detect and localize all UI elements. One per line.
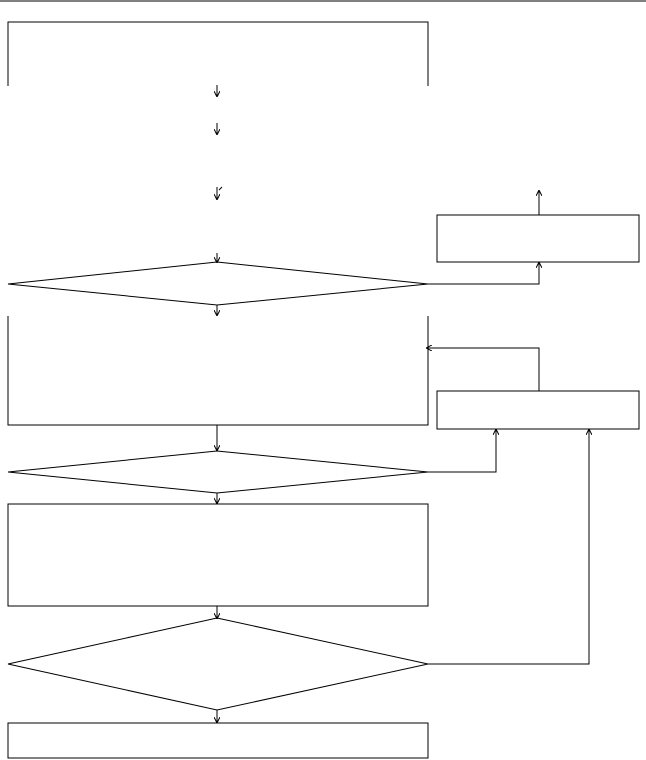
main-box-2 bbox=[7, 316, 429, 426]
decision-3-to-side-box-2 bbox=[428, 430, 589, 665]
side-box-2 bbox=[436, 390, 640, 430]
decision-2-to-side-box-2 bbox=[428, 430, 496, 473]
side-box-1 bbox=[436, 214, 640, 263]
side-box-2-return-arrow bbox=[427, 348, 540, 391]
decision-1-to-side-box-1 bbox=[428, 263, 539, 285]
top-box bbox=[7, 21, 429, 86]
arrow-3-tick bbox=[218, 186, 223, 191]
main-box-3 bbox=[7, 503, 429, 607]
bottom-box bbox=[7, 722, 429, 759]
decision-1 bbox=[7, 261, 429, 306]
decision-3 bbox=[7, 617, 429, 711]
decision-2 bbox=[7, 450, 429, 494]
